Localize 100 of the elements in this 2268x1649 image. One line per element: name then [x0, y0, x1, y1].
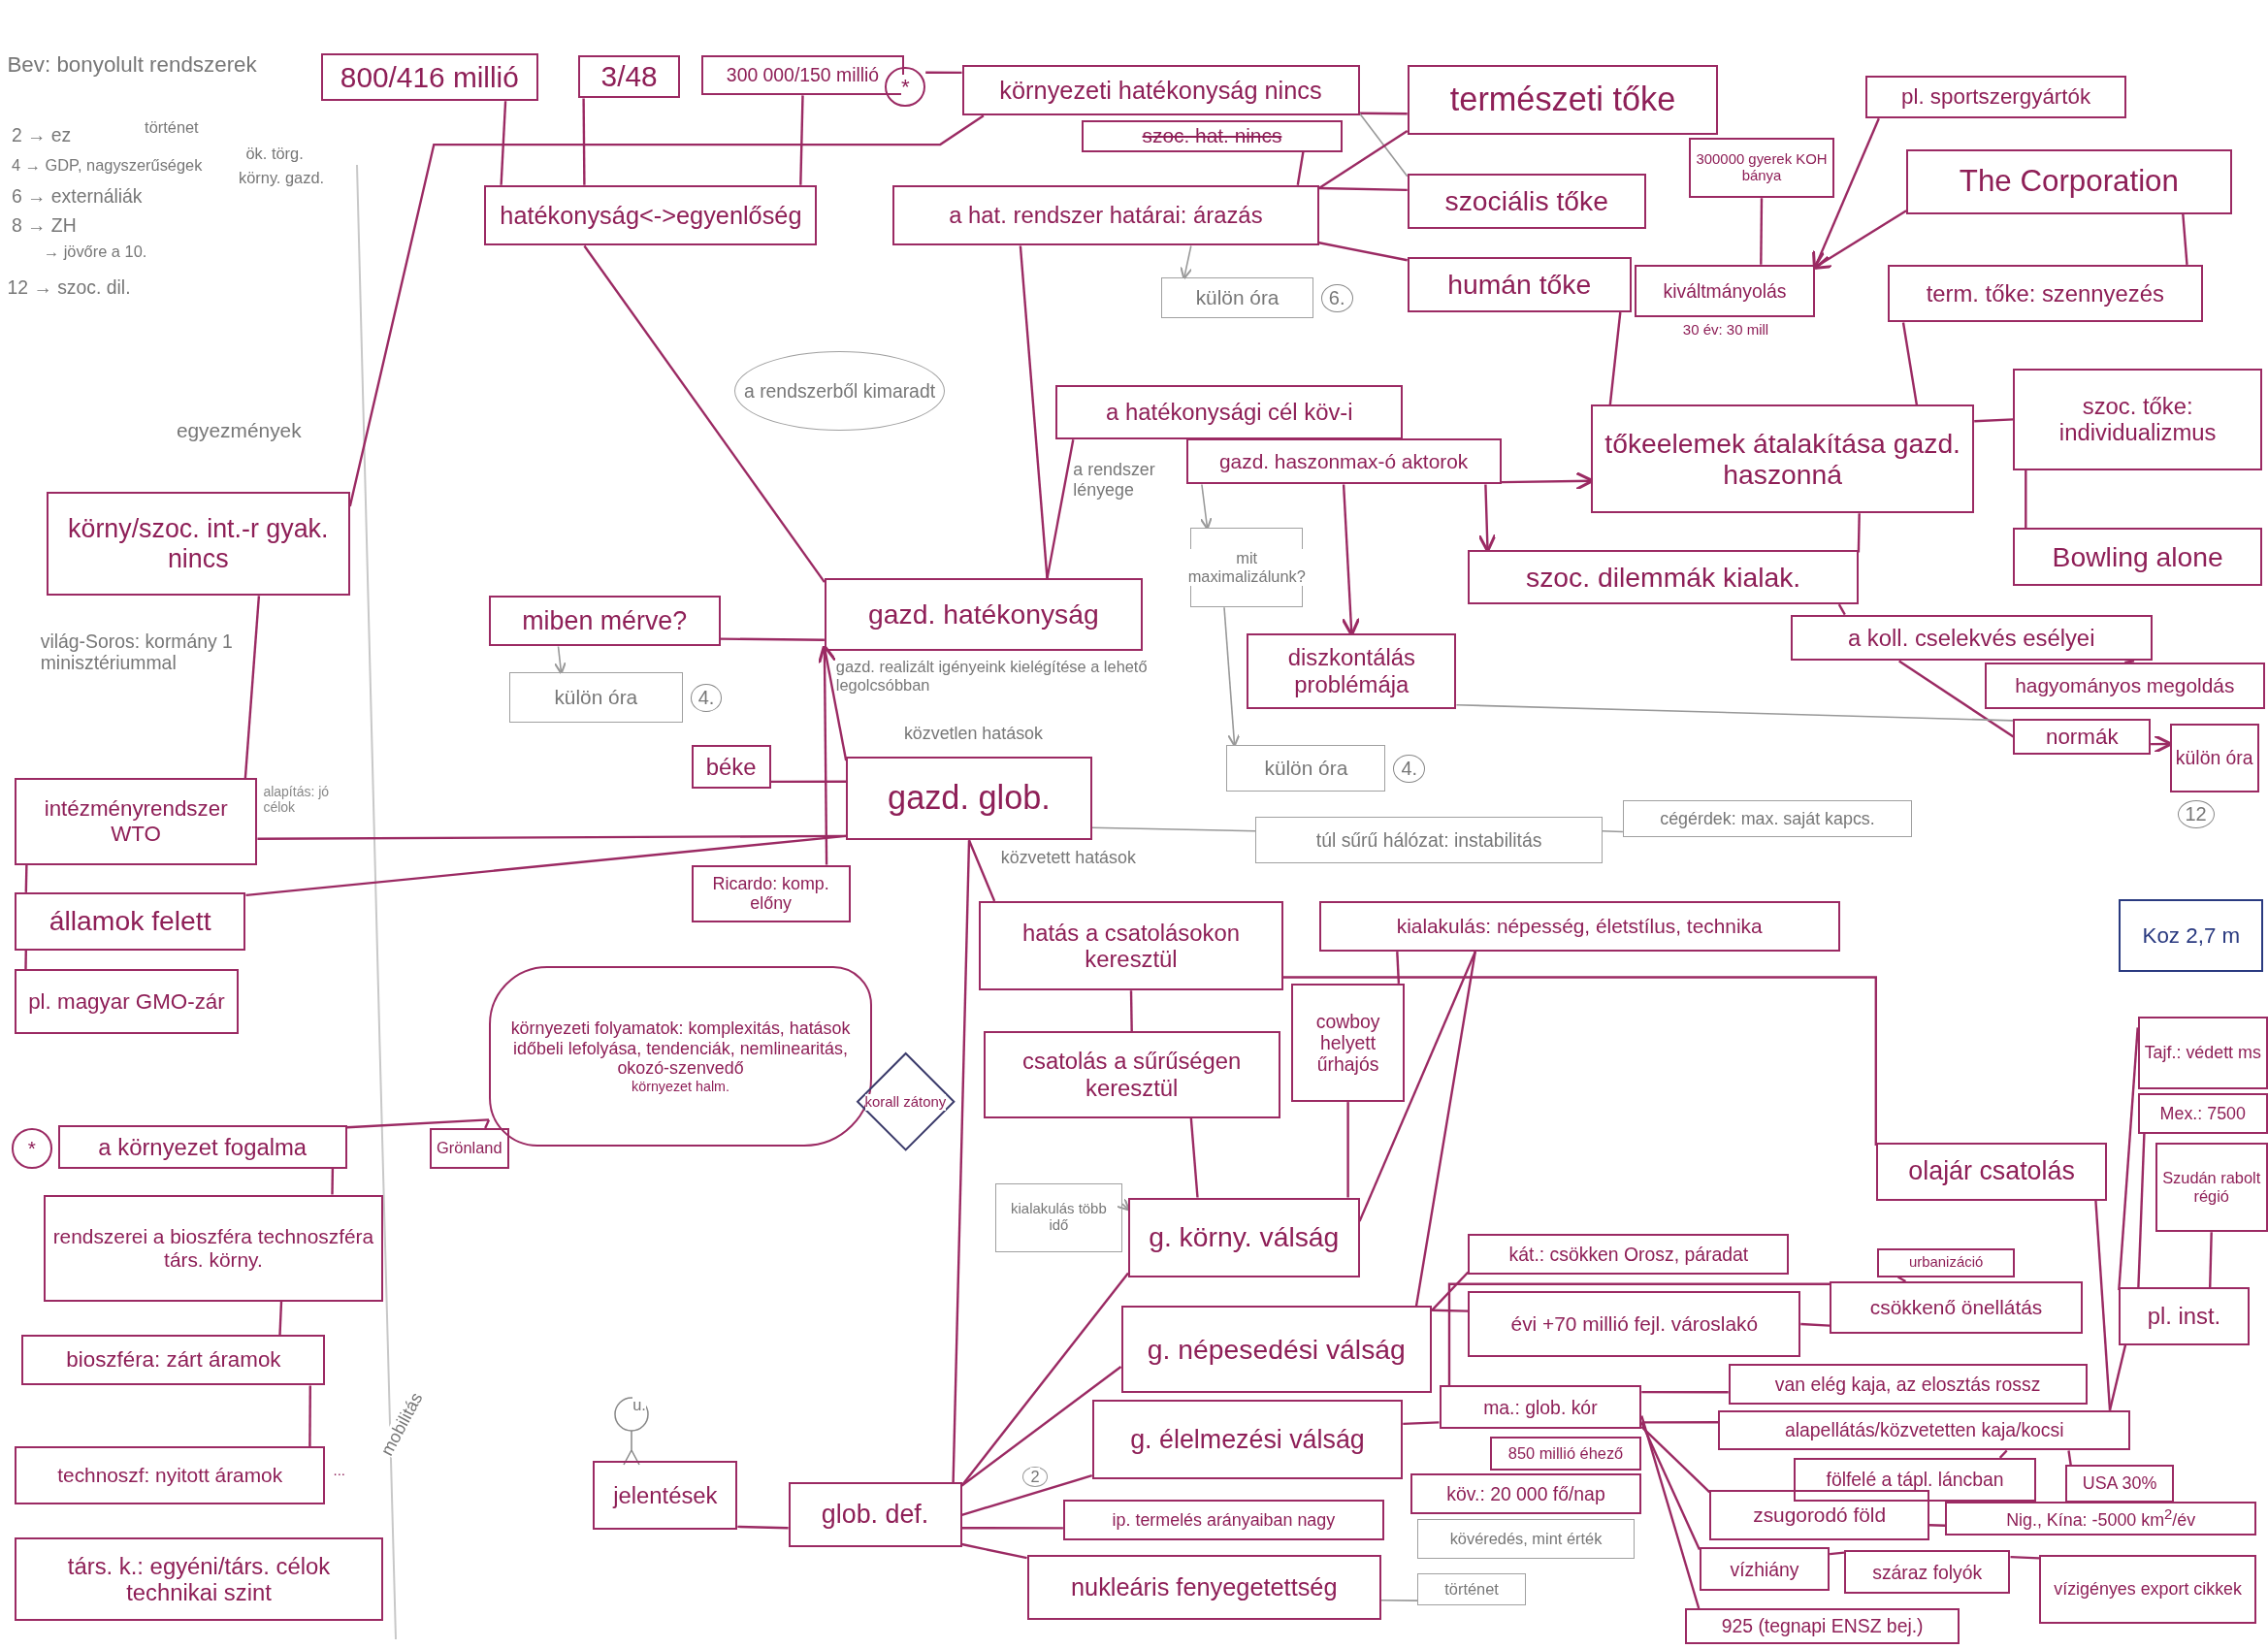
connector-line: [1282, 976, 1877, 1146]
connector-line: [1431, 1271, 1470, 1311]
topic-box: [14, 968, 239, 1035]
connector-line: [484, 1118, 491, 1129]
pencil-note-box: [1255, 817, 1603, 864]
topic-box: [961, 65, 1360, 116]
connector-line: [2209, 1232, 2213, 1288]
connector-line: [1318, 186, 1408, 192]
topic-box: [1489, 1436, 1642, 1471]
connector-line: [1837, 603, 1846, 616]
connector-line: [1640, 1421, 1701, 1551]
topic-box: [1906, 148, 2232, 214]
topic-box: [14, 1446, 326, 1504]
connector-line: [1414, 951, 1476, 1307]
topic-box: [1120, 1306, 1433, 1393]
node-text: Tajf.: védett ms: [2144, 1043, 2261, 1063]
topic-box: [891, 184, 1319, 246]
topic-box: [2013, 719, 2152, 756]
topic-box: [691, 864, 851, 923]
connector-line: [1998, 1449, 2008, 1459]
topic-box: [57, 1125, 347, 1169]
connector-line: [500, 101, 507, 185]
topic-box: [1634, 264, 1816, 317]
topic-box: [2039, 1554, 2256, 1625]
node-text: alapellátás/közvetetten kaja/kocsi: [1784, 1419, 2064, 1441]
connector-line: [278, 1301, 283, 1336]
pencil-note-box: [994, 1182, 1122, 1253]
circled-mark: [885, 66, 926, 108]
topic-box: [46, 491, 350, 597]
pencil-note: ök. törg.: [245, 145, 305, 163]
connector-line: [1346, 1102, 1349, 1198]
topic-box: [484, 184, 818, 246]
connector-line: [1602, 829, 1624, 833]
topic-box: [2137, 1017, 2268, 1089]
connector-line: [583, 244, 826, 583]
topic-box: [1887, 264, 2203, 323]
topic-box: [1945, 1501, 2256, 1536]
connector-line: [2010, 1555, 2040, 1560]
connector-line: [1640, 1426, 1711, 1494]
connector-line: [1928, 1524, 1946, 1527]
topic-box: [983, 1031, 1280, 1118]
topic-box: [1875, 1142, 2108, 1201]
connector-line: [967, 839, 996, 902]
connector-line: [1608, 311, 1622, 405]
node-text: Nig., Kína: -5000 km$^{2}$/év: [2006, 1506, 2196, 1531]
topic-box: [1689, 137, 1834, 199]
topic-box: [1185, 437, 1502, 485]
topic-box: [21, 1335, 326, 1386]
topic-box: [2119, 1287, 2250, 1345]
topic-box: [1793, 1457, 2037, 1502]
topic-box: [14, 1536, 384, 1622]
connector-line: [1857, 513, 1861, 553]
node-text: Szudán rabolt régió: [2160, 1169, 2262, 1206]
topic-box: [1407, 257, 1632, 313]
connector-line: [1641, 1390, 1729, 1394]
connector-line: [331, 1168, 335, 1195]
topic-box: [1468, 549, 1859, 605]
topic-box: [1685, 1608, 1960, 1645]
connector-line: [24, 864, 28, 892]
connector-line: [737, 1525, 789, 1530]
connector-line: [1359, 112, 1408, 115]
topic-box: [2155, 1142, 2268, 1233]
topic-box: [691, 744, 771, 789]
node-text: köv.: 20 000 fő/nap: [1446, 1483, 1605, 1505]
connector-line: [1129, 990, 1133, 1032]
arrow: [1223, 606, 1241, 747]
connector-line: [961, 1474, 1093, 1516]
connector-line: [961, 1542, 1027, 1560]
pencil-note: körny. gazd.: [239, 169, 326, 188]
connector-line: [346, 1118, 490, 1129]
node-text: vízigényes export cikkek: [2054, 1579, 2242, 1600]
connector-line: [1396, 952, 1401, 984]
topic-box: [1591, 404, 1975, 514]
arrow: [817, 644, 848, 761]
topic-box: [1984, 662, 2265, 709]
connector-line: [2118, 1027, 2139, 1291]
connector-line: [799, 95, 804, 185]
node-text: 925 (tegnapi ENSZ bej.): [1721, 1615, 1924, 1637]
connector-line: [1760, 198, 1764, 265]
pencil-note: a rendszer lényege: [1073, 460, 1156, 501]
topic-box: [1291, 983, 1405, 1103]
connector-line: [308, 1385, 311, 1446]
connector-line: [2124, 660, 2135, 664]
callout-number: 6.: [1320, 284, 1353, 313]
topic-box: [1830, 1281, 2084, 1334]
connector-line: [720, 637, 825, 641]
topic-box: [979, 900, 1283, 991]
topic-box: [429, 1127, 509, 1169]
connector-line: [1901, 322, 1919, 405]
connector-line: [1358, 951, 1476, 1222]
topic-box: [1082, 119, 1343, 152]
topic-box: [1407, 65, 1719, 135]
connector-line: [1898, 660, 2015, 738]
topic-box: [1127, 1197, 1360, 1277]
connector-line: [1019, 245, 1049, 579]
connector-line: [2182, 213, 2188, 265]
connector-line: [2137, 1133, 2146, 1288]
connector-line: [1974, 418, 2014, 423]
topic-box: [1865, 75, 2126, 119]
connector-line: [1358, 112, 1409, 178]
